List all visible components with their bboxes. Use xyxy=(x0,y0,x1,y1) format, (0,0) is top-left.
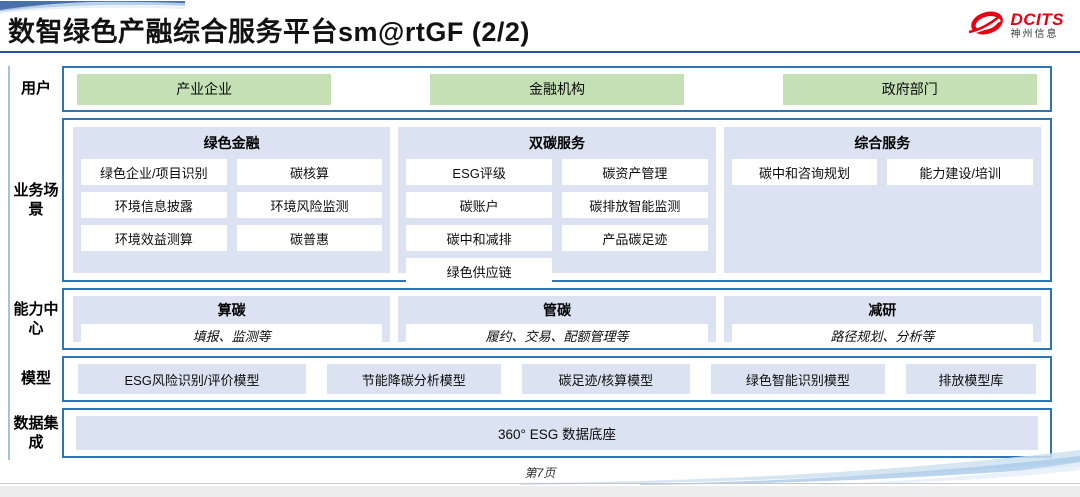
scenario-item: 碳账户 xyxy=(406,192,552,218)
capability-desc: 路径规划、分析等 xyxy=(731,324,1033,347)
footer-divider xyxy=(0,483,1080,484)
scenario-item: 碳普惠 xyxy=(236,225,383,251)
models-container: ESG风险识别/评价模型 节能降碳分析模型 碳足迹/核算模型 绿色智能识别模型 … xyxy=(62,356,1052,402)
panel-dual-carbon-title: 双碳服务 xyxy=(528,135,585,151)
data-integration-row: 数据集成 360° ESG 数据底座 xyxy=(10,408,1052,458)
panel-comprehensive: 综合服务 碳中和咨询规划 能力建设/培训 xyxy=(723,127,1041,273)
panel-dual-carbon: 双碳服务 ESG评级 碳资产管理 碳账户 碳排放智能监测 碳中和减排 产品碳足迹… xyxy=(398,127,716,284)
panel-green-finance: 绿色金融 绿色企业/项目识别 碳核算 环境信息披露 环境风险监测 环境效益测算 … xyxy=(73,127,391,273)
scenario-item: 环境风险监测 xyxy=(236,192,383,218)
dcits-swirl-icon xyxy=(968,9,1006,42)
models-row: 模型 ESG风险识别/评价模型 节能降碳分析模型 碳足迹/核算模型 绿色智能识别… xyxy=(10,356,1052,402)
capability-desc: 履约、交易、配额管理等 xyxy=(406,324,708,347)
top-left-swoosh-decoration xyxy=(0,0,185,13)
scenario-item: 碳核算 xyxy=(236,159,383,185)
capability-title: 管碳 xyxy=(542,302,571,318)
company-logo: DCITS 神州信息 xyxy=(968,9,1065,42)
models-row-label: 模型 xyxy=(20,370,51,388)
capability-title: 算碳 xyxy=(217,302,246,318)
capability-manage-carbon: 管碳 履约、交易、配额管理等 xyxy=(398,296,716,347)
scenario-item: 产品碳足迹 xyxy=(561,225,708,251)
scenarios-container: 绿色金融 绿色企业/项目识别 碳核算 环境信息披露 环境风险监测 环境效益测算 … xyxy=(62,118,1052,284)
page-number: 第7页 xyxy=(524,466,556,480)
data-integration-row-label: 数据集成 xyxy=(13,414,59,452)
model-item: 节能降碳分析模型 xyxy=(326,364,501,394)
user-box-finance: 金融机构 xyxy=(429,73,685,105)
left-accent-line xyxy=(8,66,10,460)
model-item: 绿色智能识别模型 xyxy=(710,364,886,394)
data-foundation-item: 360° ESG 数据底座 xyxy=(76,416,1038,450)
bottom-right-swoosh-decoration xyxy=(520,450,1080,486)
title-underline xyxy=(0,51,1080,53)
page-title: 数智绿色产融综合服务平台sm@rtGF (2/2) xyxy=(8,17,530,47)
capability-desc: 填报、监测等 xyxy=(81,324,383,347)
scenarios-row-label: 业务场景 xyxy=(13,181,59,219)
capability-title: 减研 xyxy=(868,302,897,318)
scenario-item: 绿色企业/项目识别 xyxy=(81,159,227,185)
logo-brand-text: DCITS xyxy=(1010,10,1064,29)
user-box-government: 政府部门 xyxy=(782,73,1037,105)
scenario-item: 碳中和咨询规划 xyxy=(731,159,878,185)
scenarios-row: 业务场景 绿色金融 绿色企业/项目识别 碳核算 环境信息披露 环境风险监测 环境… xyxy=(10,118,1052,284)
data-integration-container: 360° ESG 数据底座 xyxy=(62,408,1052,458)
scenario-item: 绿色供应链 xyxy=(406,258,552,284)
model-item: 碳足迹/核算模型 xyxy=(521,364,691,394)
capability-reduce-research: 减研 路径规划、分析等 xyxy=(723,296,1041,347)
scenario-item: 能力建设/培训 xyxy=(887,159,1033,185)
panel-comprehensive-title: 综合服务 xyxy=(854,135,911,151)
users-row: 用户 产业企业 金融机构 政府部门 xyxy=(10,66,1052,112)
scenario-item: 碳中和减排 xyxy=(406,225,552,251)
users-row-label: 用户 xyxy=(20,80,51,98)
scenario-item: 碳资产管理 xyxy=(561,159,708,185)
logo-subtitle-text: 神州信息 xyxy=(1010,29,1059,40)
model-item: ESG风险识别/评价模型 xyxy=(78,364,306,394)
user-box-industry: 产业企业 xyxy=(77,73,332,105)
panel-green-finance-title: 绿色金融 xyxy=(203,135,260,151)
scenario-item: 环境效益测算 xyxy=(81,225,227,251)
scenario-item: 环境信息披露 xyxy=(81,192,227,218)
model-item: 排放模型库 xyxy=(905,364,1036,394)
capability-calc-carbon: 算碳 填报、监测等 xyxy=(73,296,391,347)
scenario-item: 碳排放智能监测 xyxy=(561,192,708,218)
scenario-item: ESG评级 xyxy=(406,159,552,185)
users-container: 产业企业 金融机构 政府部门 xyxy=(62,66,1052,112)
capability-row-label: 能力中心 xyxy=(13,300,59,338)
bottom-strip xyxy=(0,486,1080,497)
capability-row: 能力中心 算碳 填报、监测等 管碳 履约、交易、配额管理等 减研 路径规划、分析… xyxy=(10,288,1052,350)
capability-container: 算碳 填报、监测等 管碳 履约、交易、配额管理等 减研 路径规划、分析等 xyxy=(62,288,1052,350)
